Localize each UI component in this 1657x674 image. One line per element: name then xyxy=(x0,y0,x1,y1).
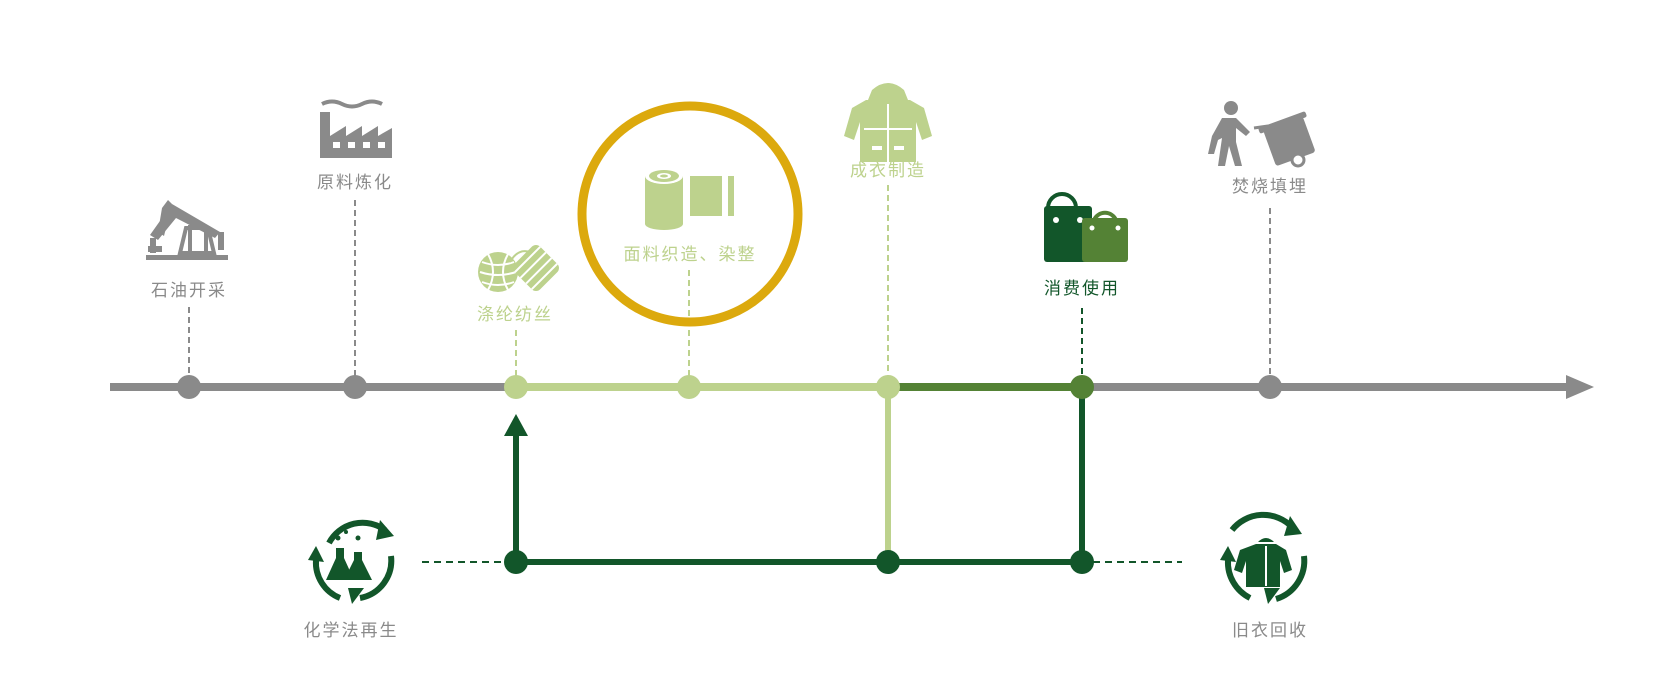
oil-pump-icon xyxy=(146,200,228,260)
node-oil-extraction xyxy=(177,375,201,399)
node-garment xyxy=(876,375,900,399)
jacket-icon xyxy=(844,83,932,162)
loop-up-arrowhead xyxy=(504,414,528,436)
highlight-ring xyxy=(577,101,803,327)
recycle-jacket-icon xyxy=(1220,511,1308,604)
stage-label-refining: 原料炼化 xyxy=(317,173,393,193)
loop-label-chemical-regeneration: 化学法再生 xyxy=(303,621,399,641)
yarn-ball-icon xyxy=(478,245,559,292)
stage-label-fabric-weaving-dyeing: 面料织造、染整 xyxy=(623,245,757,265)
node-refining xyxy=(343,375,367,399)
node-loop-spinning xyxy=(504,550,528,574)
node-loop-consumer xyxy=(1070,550,1094,574)
loop-label-used-clothing-recycling: 旧衣回收 xyxy=(1232,621,1308,641)
recycle-flask-icon xyxy=(308,519,395,604)
waste-bin-icon xyxy=(1208,101,1315,168)
stage-label-oil-extraction: 石油开采 xyxy=(151,281,227,301)
stage-label-incineration-landfill: 焚烧填埋 xyxy=(1232,177,1308,197)
stage-label-polyester-spinning: 涤纶纺丝 xyxy=(477,305,553,325)
node-loop-garment xyxy=(876,550,900,574)
factory-icon xyxy=(320,99,392,158)
node-polyester-spinning xyxy=(504,375,528,399)
stage-label-garment-manufacturing: 成衣制造 xyxy=(850,161,926,181)
node-incineration xyxy=(1258,375,1282,399)
shopping-bags-icon xyxy=(1044,192,1128,262)
stage-label-consumer-use: 消费使用 xyxy=(1044,279,1120,299)
node-fabric xyxy=(677,375,701,399)
node-consumer-use xyxy=(1070,375,1094,399)
fabric-roll-icon xyxy=(645,168,734,230)
timeline-arrowhead xyxy=(1566,375,1594,399)
